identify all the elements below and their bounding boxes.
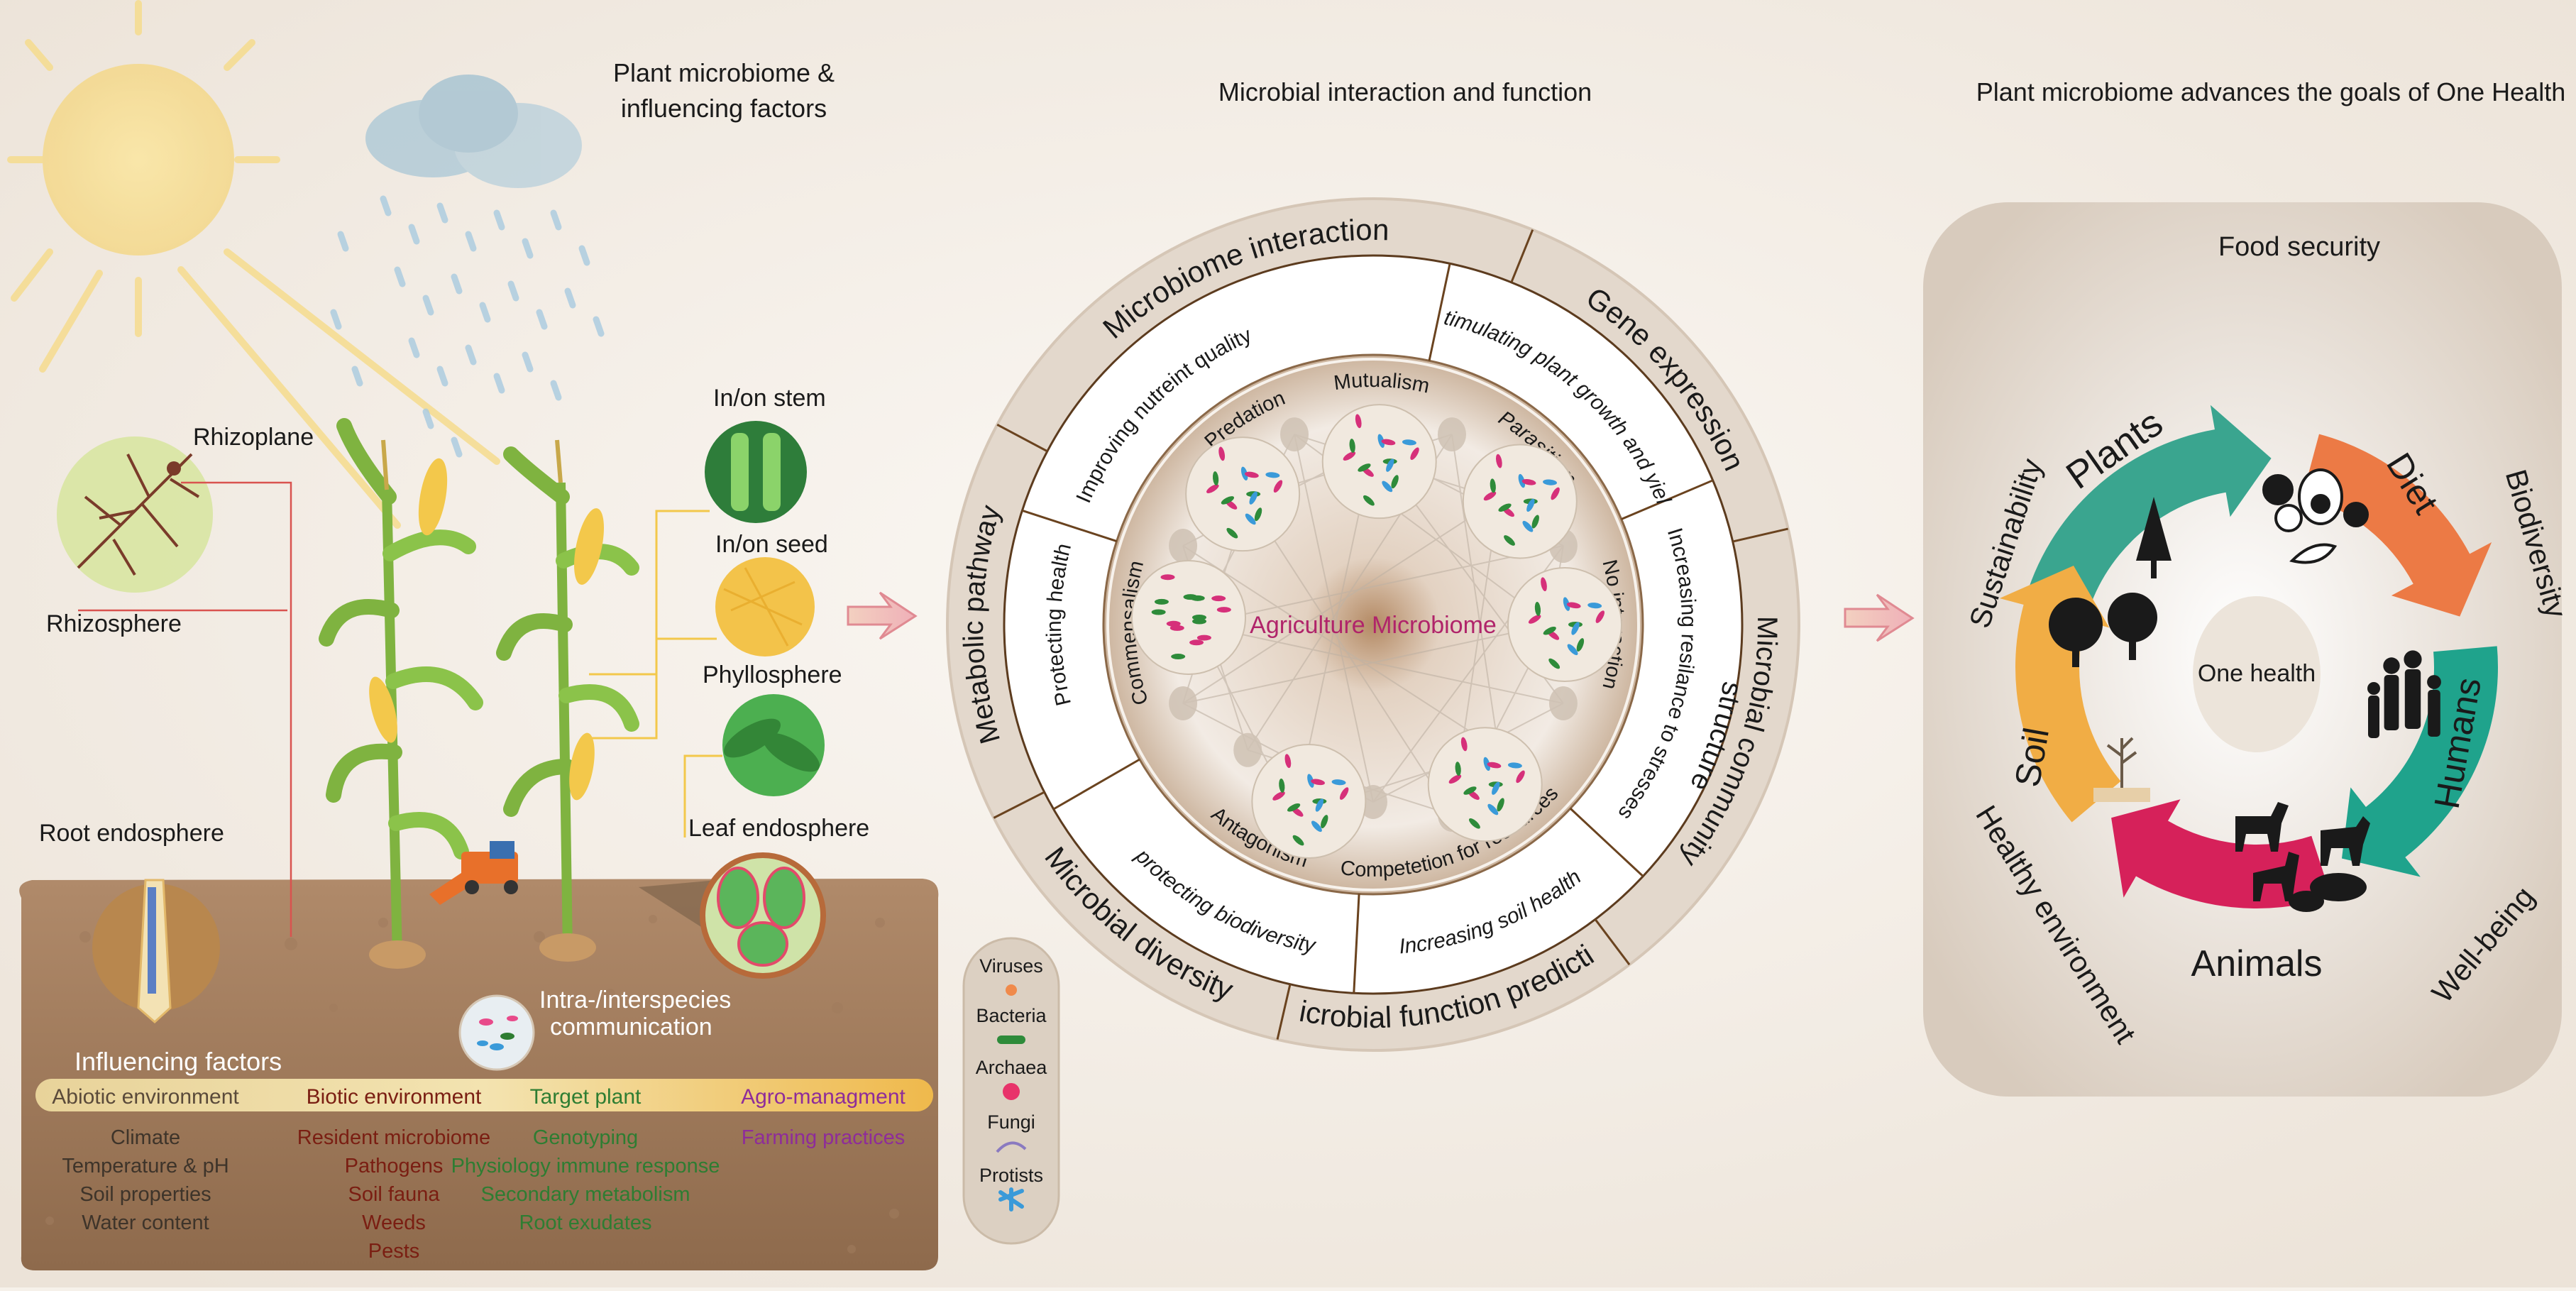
leaf-illustration (724, 718, 820, 772)
microbe-communities (1131, 404, 1622, 859)
one-health-center-label: One health (2198, 660, 2316, 687)
factor-item: Farming practices (742, 1126, 905, 1149)
maize-plant-1 (319, 418, 483, 959)
wheel-inner-edge (1106, 358, 1640, 891)
legend-item-protists: Protists (979, 1165, 1043, 1186)
header-right: Plant microbiome advances the goals of O… (1976, 77, 2565, 106)
wheel-separators (993, 229, 1788, 1040)
factor-item: Temperature & pH (62, 1155, 229, 1177)
factor-item: Soil fauna (348, 1183, 441, 1206)
factor-item: Secondary metabolism (481, 1183, 690, 1206)
factor-item: Pathogens (345, 1155, 444, 1177)
factor-bar (35, 1079, 933, 1111)
arrow-humans (2341, 646, 2499, 877)
plant-part-connectors (589, 510, 722, 837)
label-food-security: Food security (2218, 232, 2380, 262)
factor-item: Pests (368, 1240, 420, 1263)
communication-circle (458, 994, 535, 1071)
arrow-to-wheel (847, 591, 918, 640)
virus-icon (1006, 984, 1017, 996)
bacteria-icon (997, 1035, 1025, 1044)
factor-category: Agro-managment (741, 1085, 906, 1109)
rain-icon (330, 195, 605, 458)
factor-item: Soil properties (79, 1183, 211, 1206)
label-rhizosphere: Rhizosphere (46, 610, 182, 637)
seedling-icon (2093, 737, 2150, 802)
factor-item: Climate (111, 1126, 180, 1149)
legend-item-archaea: Archaea (976, 1057, 1048, 1078)
harvester-icon (429, 841, 518, 905)
arrow-diet (2302, 434, 2492, 617)
label-influencing-factors: Influencing factors (75, 1047, 282, 1076)
communication-microbes (477, 1016, 518, 1050)
label-root-endosphere: Root endosphere (39, 820, 224, 847)
archaea-icon (1003, 1083, 1020, 1100)
wheel-center-label: Agriculture Microbiome (1250, 612, 1497, 639)
factor-item: Physiology immune response (451, 1155, 720, 1177)
maize-plant-2 (496, 439, 639, 952)
root-endosphere-illustration (92, 879, 220, 1024)
label-seed: In/on seed (715, 531, 828, 558)
rhizosphere-illustration (57, 436, 213, 593)
factor-item: Weeds (362, 1212, 426, 1234)
label-rhizoplane: Rhizoplane (193, 424, 314, 451)
food-icons (2262, 468, 2369, 564)
label-animals: Animals (2191, 943, 2323, 984)
tree-icons (2049, 497, 2172, 667)
arrow-plants (2023, 405, 2272, 622)
factor-item: Water content (82, 1212, 209, 1234)
legend-item-bacteria: Bacteria (976, 1005, 1047, 1026)
roots (369, 933, 596, 969)
factor-item: Genotyping (533, 1126, 638, 1149)
soil-texture (45, 911, 899, 1253)
protist-icon (998, 1187, 1024, 1212)
header-left-line2: influencing factors (621, 94, 827, 123)
label-stem: In/on stem (713, 385, 826, 412)
label-intra-1: Intra-/interspecies (539, 987, 731, 1013)
sun-icon (7, 0, 500, 529)
label-leaf-endosphere: Leaf endosphere (688, 815, 869, 842)
stem-circle (705, 421, 807, 523)
legend-item-viruses: Viruses (979, 955, 1043, 977)
connector-rhizoplane (181, 481, 292, 937)
label-intra-2: communication (550, 1013, 712, 1040)
arrow-to-one-health (1844, 593, 1915, 642)
factor-item: Root exudates (519, 1212, 651, 1234)
one-health-center-disc (2193, 596, 2321, 752)
header-middle: Microbial interaction and function (1218, 77, 1592, 106)
arrow-soil (1999, 565, 2121, 823)
cloud-icon (365, 75, 582, 188)
soil-layer (19, 879, 939, 1270)
fungi-icon (996, 1141, 1027, 1153)
stem-illustration (731, 433, 781, 511)
animal-icons (2235, 802, 2370, 912)
leaf-endosphere-illustration (639, 852, 826, 979)
seed-texture (723, 567, 803, 647)
label-phyllosphere: Phyllosphere (703, 661, 842, 688)
header-left-line1: Plant microbiome & (613, 58, 835, 87)
factor-category: Abiotic environment (52, 1085, 239, 1109)
factor-item: Resident microbiome (297, 1126, 490, 1149)
factor-category: Target plant (530, 1085, 642, 1109)
legend-item-fungi: Fungi (987, 1111, 1035, 1133)
people-icons (2367, 650, 2441, 738)
factor-category: Biotic environment (307, 1085, 482, 1109)
